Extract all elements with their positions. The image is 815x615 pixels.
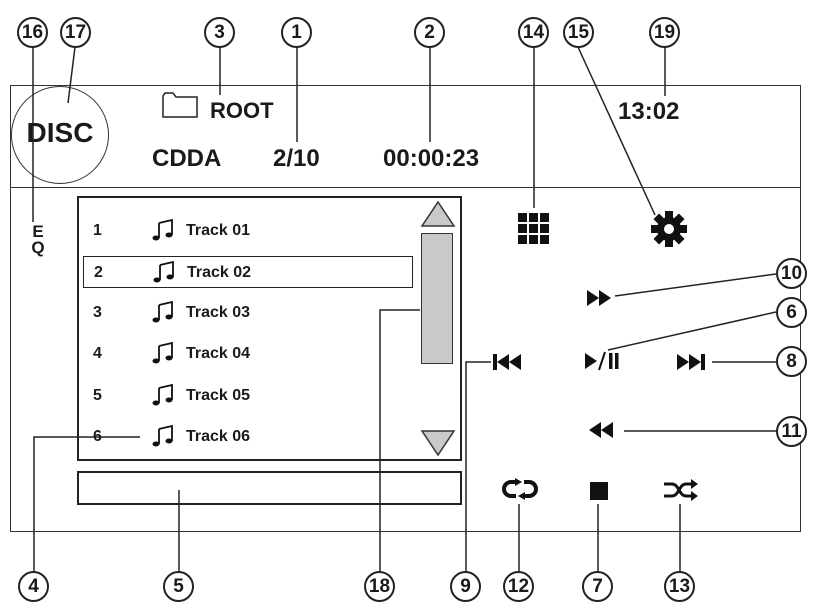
source-label: DISC [26, 117, 94, 148]
clock: 13:02 [618, 98, 680, 125]
scroll-down-icon[interactable] [418, 427, 458, 459]
scroll-up-icon[interactable] [418, 198, 458, 230]
list-item[interactable]: 5 Track 05 [83, 380, 413, 412]
music-note-icon [151, 341, 175, 364]
callout-16: 16 [17, 17, 48, 48]
eq-button[interactable]: E Q [30, 222, 46, 257]
callout-10: 10 [776, 258, 807, 289]
music-note-icon [151, 383, 175, 406]
track-number: 3 [93, 304, 102, 321]
track-name: Track 05 [186, 387, 251, 404]
track-number: 1 [93, 222, 102, 239]
callout-5: 5 [163, 571, 194, 602]
track-name: Track 02 [187, 264, 252, 281]
callout-19: 19 [649, 17, 680, 48]
music-note-icon [151, 300, 175, 323]
track-number: 4 [93, 345, 102, 362]
track-number: 5 [93, 387, 102, 404]
track-list [77, 196, 462, 461]
music-note-icon [151, 424, 175, 447]
eq-label-q: Q [31, 238, 45, 257]
callout-2: 2 [414, 17, 445, 48]
list-item[interactable]: 2 Track 02 [83, 256, 413, 288]
list-item[interactable]: 4 Track 04 [83, 338, 413, 370]
skip-next-icon[interactable] [675, 352, 709, 372]
callout-18: 18 [364, 571, 395, 602]
stop-icon[interactable] [589, 481, 609, 501]
track-name: Track 03 [186, 304, 251, 321]
rewind-icon[interactable] [585, 420, 615, 440]
callout-8: 8 [776, 346, 807, 377]
folder-icon [162, 92, 198, 118]
callout-9: 9 [450, 571, 481, 602]
scroll-thumb[interactable] [421, 233, 453, 364]
track-name: Track 06 [186, 428, 251, 445]
elapsed-time: 00:00:23 [383, 145, 480, 172]
track-position: 2/10 [273, 145, 320, 172]
callout-13: 13 [664, 571, 695, 602]
music-note-icon [152, 260, 176, 283]
callout-12: 12 [503, 571, 534, 602]
callout-14: 14 [518, 17, 549, 48]
callout-6: 6 [776, 297, 807, 328]
callout-1: 1 [281, 17, 312, 48]
callout-4: 4 [18, 571, 49, 602]
skip-previous-icon[interactable] [491, 352, 525, 372]
fast-forward-icon[interactable] [585, 288, 615, 308]
play-pause-icon[interactable] [583, 350, 623, 372]
source-button[interactable] [11, 86, 109, 184]
track-name: Track 04 [186, 345, 251, 362]
header-divider [10, 187, 801, 188]
gear-icon[interactable] [650, 210, 688, 248]
list-item[interactable]: 3 Track 03 [83, 297, 413, 329]
folder-name: ROOT [210, 98, 274, 123]
callout-7: 7 [582, 571, 613, 602]
callout-17: 17 [60, 17, 91, 48]
track-name: Track 01 [186, 222, 251, 239]
shuffle-icon[interactable] [662, 479, 700, 501]
disc-format: CDDA [152, 145, 222, 172]
eq-label-e: E [32, 222, 44, 241]
info-bar [77, 471, 462, 505]
callout-3: 3 [204, 17, 235, 48]
repeat-icon[interactable] [502, 478, 538, 500]
music-note-icon [151, 218, 175, 241]
track-number: 2 [94, 264, 103, 281]
callout-15: 15 [563, 17, 594, 48]
list-item[interactable]: 1 Track 01 [83, 215, 413, 247]
grid-icon[interactable] [517, 212, 551, 246]
callout-11: 11 [776, 416, 807, 447]
